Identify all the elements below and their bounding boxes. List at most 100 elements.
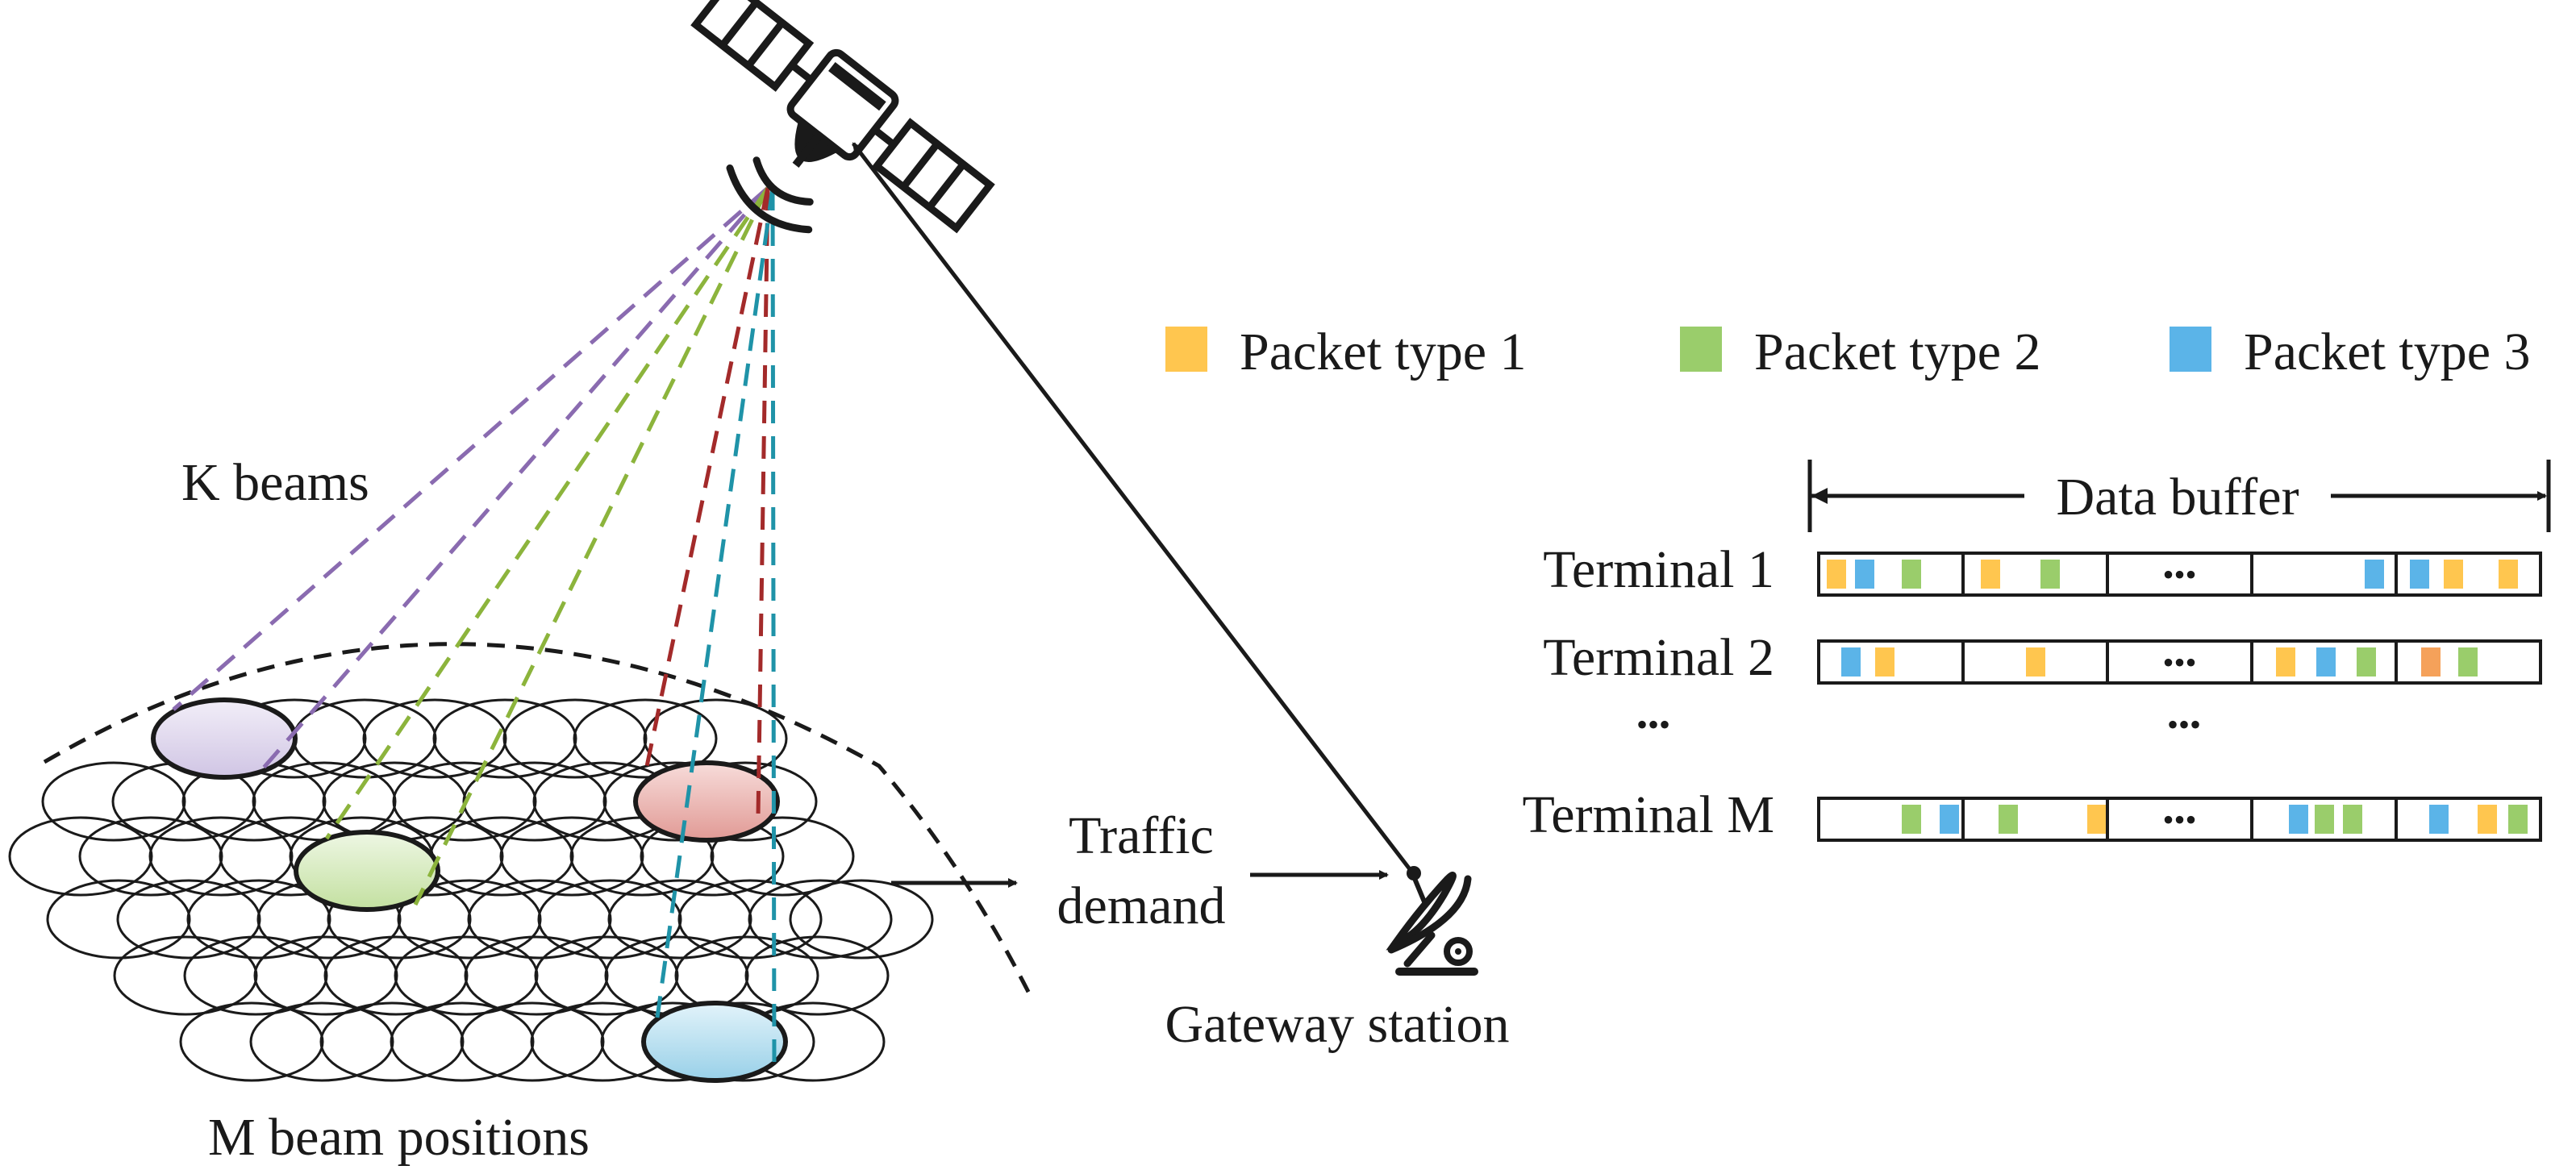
beam-position-cell bbox=[253, 935, 398, 1016]
packet bbox=[1981, 560, 2000, 589]
beam-lines bbox=[172, 186, 777, 1067]
legend-swatch-2 bbox=[1680, 327, 1722, 372]
beam-position-cell bbox=[186, 879, 331, 960]
packet bbox=[2458, 647, 2478, 677]
data-buffer-header: Data buffer bbox=[1807, 460, 2551, 532]
beam-red-right bbox=[756, 187, 770, 817]
beam-position-cell bbox=[148, 816, 294, 897]
beam-position-cell bbox=[502, 698, 648, 779]
packet bbox=[2315, 805, 2334, 834]
packet bbox=[2508, 805, 2528, 834]
gateway-station-label: Gateway station bbox=[1165, 995, 1509, 1054]
packet bbox=[1827, 560, 1846, 589]
beam-position-cell bbox=[534, 935, 679, 1016]
buffer-ellipsis-1: ••• bbox=[2162, 556, 2196, 593]
packet bbox=[1999, 805, 2018, 834]
beam-position-cell bbox=[573, 698, 718, 779]
terminal-label-2: Terminal 2 bbox=[1543, 628, 1774, 687]
served-cells bbox=[151, 697, 788, 1083]
buffer-box-1 bbox=[1817, 552, 2542, 597]
packet bbox=[2276, 647, 2295, 677]
beam-green-right bbox=[413, 186, 770, 906]
satellite-icon bbox=[690, 0, 995, 234]
beam-position-cell bbox=[677, 879, 823, 960]
beam-position-cell bbox=[41, 761, 186, 842]
beam-position-cell bbox=[183, 935, 328, 1016]
m-beam-positions-label: M beam positions bbox=[208, 1108, 590, 1167]
packet bbox=[2421, 647, 2441, 677]
terminal-label-1: Terminal 1 bbox=[1543, 540, 1774, 599]
beam-position-grid bbox=[8, 698, 934, 1082]
packet-legend: Packet type 1 Packet type 2 Packet type 3 bbox=[1165, 323, 2531, 381]
packet bbox=[2365, 560, 2384, 589]
beam-position-cell bbox=[397, 879, 542, 960]
legend-label-1: Packet type 1 bbox=[1240, 323, 1527, 381]
packet bbox=[2040, 560, 2060, 589]
beam-position-cell bbox=[179, 1001, 324, 1082]
beam-red-left bbox=[643, 187, 770, 775]
packet bbox=[1940, 805, 1959, 834]
data-buffer-label: Data buffer bbox=[2056, 468, 2299, 527]
served-cell-blue bbox=[641, 1001, 788, 1083]
packet bbox=[1875, 647, 1894, 677]
beam-position-cell bbox=[392, 761, 537, 842]
legend-swatch-3 bbox=[2170, 327, 2211, 372]
packet bbox=[2087, 805, 2107, 834]
packet bbox=[2410, 560, 2429, 589]
packet bbox=[2343, 805, 2362, 834]
legend-label-2: Packet type 2 bbox=[1754, 323, 2041, 381]
legend-label-3: Packet type 3 bbox=[2244, 323, 2531, 381]
beam-position-cell bbox=[464, 935, 609, 1016]
packet bbox=[2429, 805, 2449, 834]
beam-position-cell bbox=[8, 816, 153, 897]
beam-purple-right bbox=[256, 186, 769, 776]
traffic-demand-label-line2: demand bbox=[1057, 876, 1226, 935]
beam-position-cell bbox=[249, 1001, 394, 1082]
buffer-ellipsis: ••• bbox=[2167, 706, 2201, 743]
packet bbox=[1855, 560, 1874, 589]
k-beams-label: K beams bbox=[181, 453, 369, 512]
beam-position-cell bbox=[394, 935, 539, 1016]
buffer-box-3 bbox=[1817, 797, 2542, 842]
served-cell-green bbox=[294, 830, 440, 912]
terminal-ellipsis-label: ••• bbox=[1636, 706, 1670, 743]
served-cell-purple bbox=[151, 697, 298, 780]
beam-purple-left bbox=[172, 186, 769, 711]
packet bbox=[2499, 560, 2518, 589]
beam-position-cell bbox=[319, 1001, 465, 1082]
beam-position-cell bbox=[460, 1001, 605, 1082]
packet bbox=[1902, 805, 1921, 834]
coverage-arc bbox=[43, 642, 1035, 1001]
beam-position-cell bbox=[362, 698, 507, 779]
served-cell-red bbox=[633, 760, 780, 843]
gateway-dish-icon bbox=[1386, 866, 1478, 976]
legend-swatch-1 bbox=[1165, 327, 1207, 372]
beam-position-cell bbox=[432, 698, 577, 779]
beam-position-cell bbox=[537, 879, 682, 960]
beam-position-cell bbox=[390, 1001, 535, 1082]
packet bbox=[2357, 647, 2376, 677]
beam-position-cell bbox=[116, 879, 261, 960]
uplink-arrow bbox=[852, 142, 1411, 871]
beam-position-cell bbox=[113, 935, 258, 1016]
beam-position-cell bbox=[748, 879, 893, 960]
buffer-ellipsis-3: ••• bbox=[2162, 801, 2196, 838]
packet bbox=[2444, 560, 2463, 589]
beam-position-cell bbox=[744, 935, 890, 1016]
beam-position-cell bbox=[710, 816, 855, 897]
beam-position-cell bbox=[323, 935, 469, 1016]
buffer-ellipsis-2: ••• bbox=[2162, 644, 2196, 681]
beam-position-cell bbox=[462, 761, 607, 842]
beam-position-cell bbox=[467, 879, 612, 960]
beam-position-cell bbox=[789, 879, 934, 960]
terminal-label-3: Terminal M bbox=[1523, 785, 1774, 844]
beam-position-cell bbox=[78, 816, 223, 897]
packet bbox=[2289, 805, 2308, 834]
buffer-box-2 bbox=[1817, 639, 2542, 685]
packet bbox=[1902, 560, 1921, 589]
beam-green-left bbox=[324, 186, 770, 840]
terminal-buffers: Terminal 1 ••• Terminal 2 ••• Terminal M ••• bbox=[1523, 540, 2542, 844]
traffic-demand-label-line1: Traffic bbox=[1069, 806, 1214, 865]
packet bbox=[2026, 647, 2045, 677]
